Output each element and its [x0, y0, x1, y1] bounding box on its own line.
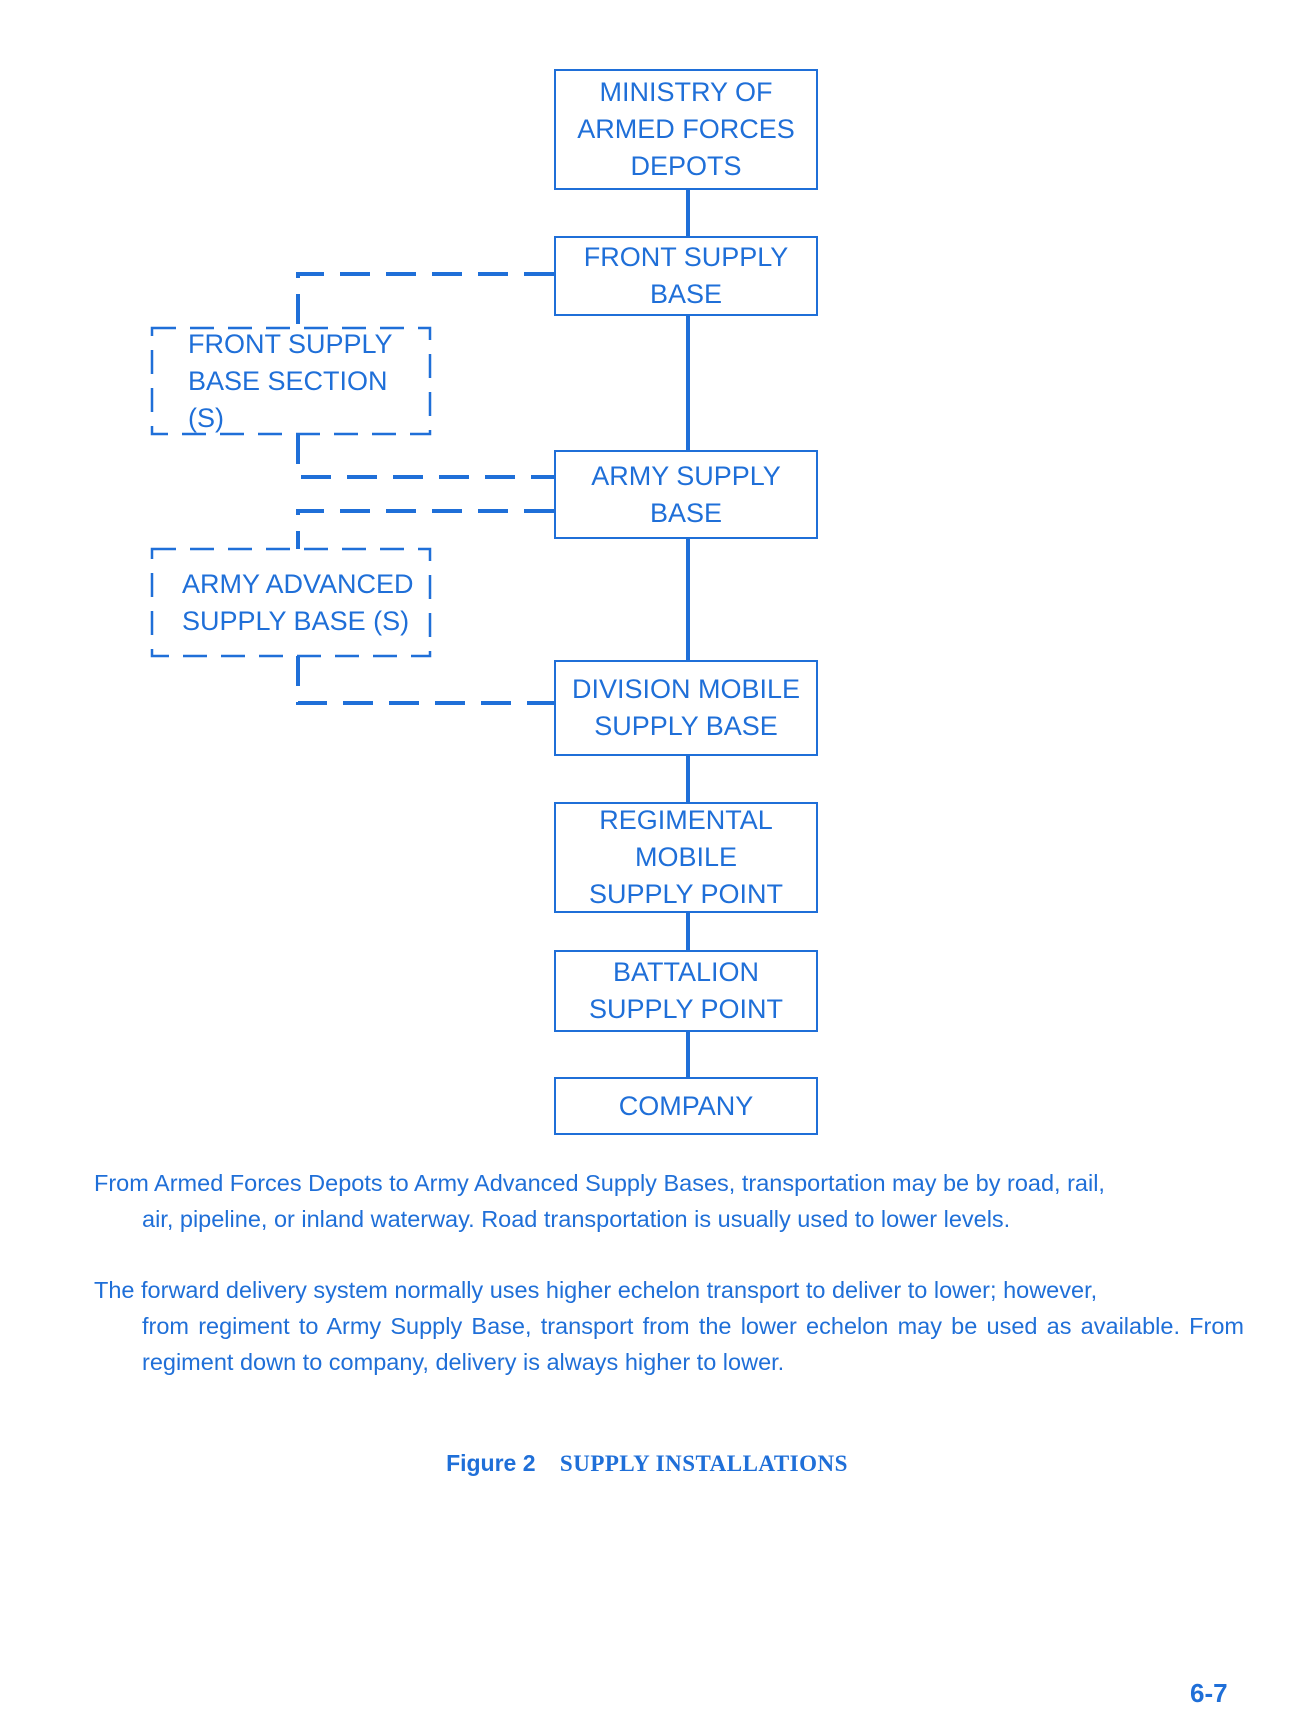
figure-caption: Figure 2 SUPPLY INSTALLATIONS — [0, 1450, 1294, 1477]
paragraph-1-first-line: From Armed Forces Depots to Army Advance… — [94, 1170, 1105, 1196]
box-division-mobile-supply-base: DIVISION MOBILE SUPPLY BASE — [554, 660, 818, 756]
figure-title: SUPPLY INSTALLATIONS — [559, 1451, 848, 1476]
dashed-connectors — [296, 272, 554, 705]
box-front-supply-base: FRONT SUPPLY BASE — [554, 236, 818, 316]
box-ministry-of-armed-forces-depots: MINISTRY OF ARMED FORCES DEPOTS — [554, 69, 818, 190]
connector-lines — [150, 190, 690, 1077]
paragraph-1-continuation: air, pipeline, or inland waterway. Road … — [142, 1206, 1011, 1232]
paragraph-2-continuation: from regiment to Army Supply Base, trans… — [142, 1313, 1244, 1375]
box-company: COMPANY — [554, 1077, 818, 1135]
page-number: 6-7 — [1190, 1678, 1228, 1708]
box-front-supply-base-sections: FRONT SUPPLY BASE SECTION (S) — [188, 328, 393, 433]
dashed-section-to-army — [296, 434, 554, 479]
box-army-advanced-supply-bases: ARMY ADVANCED SUPPLY BASE (S) — [182, 568, 414, 636]
supply-installations-diagram: MINISTRY OF ARMED FORCES DEPOTS FRONT SU… — [150, 69, 818, 1135]
dashed-advanced-to-division — [296, 656, 554, 705]
box-battalion-supply-point: BATTALION SUPPLY POINT — [554, 950, 818, 1032]
paragraph-transportation-modes: From Armed Forces Depots to Army Advance… — [94, 1165, 1244, 1237]
box-army-supply-base: ARMY SUPPLY BASE — [554, 450, 818, 539]
dashed-front-to-section — [296, 272, 554, 328]
paragraph-forward-delivery: The forward delivery system normally use… — [94, 1272, 1244, 1380]
paragraph-2-first-line: The forward delivery system normally use… — [94, 1277, 1098, 1303]
dashed-army-to-advanced — [296, 509, 554, 549]
figure-label: Figure 2 — [446, 1450, 536, 1476]
box-regimental-mobile-supply-point: REGIMENTAL MOBILE SUPPLY POINT — [554, 802, 818, 913]
